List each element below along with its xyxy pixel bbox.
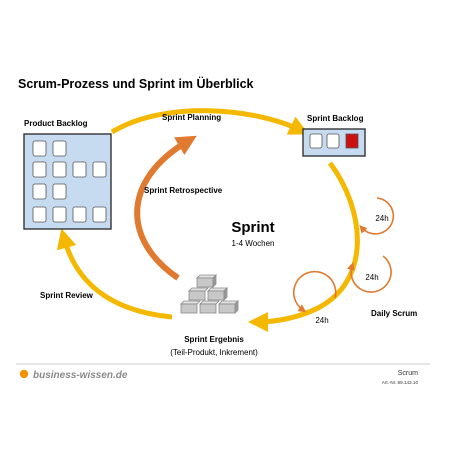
daily-scrum-24h-1: 24h xyxy=(375,214,388,223)
sprint-retrospective-arrow xyxy=(134,135,197,281)
sprint-result-label: Sprint Ergebnis xyxy=(184,335,244,344)
sprint-retrospective-label: Sprint Retrospective xyxy=(144,186,223,195)
sprint-result-sublabel: (Teil-Produkt, Inkrement) xyxy=(170,348,258,357)
sprint-result-bricks xyxy=(180,274,239,314)
daily-scrum-loop-2: 24h xyxy=(346,255,392,293)
daily-scrum-24h-3: 24h xyxy=(315,316,328,325)
sprint-planning-label: Sprint Planning xyxy=(162,113,221,122)
sprint-review-label: Sprint Review xyxy=(40,291,94,300)
sprint-backlog xyxy=(302,128,366,157)
footer-article-number: Art.-Nr. 89.143.10 xyxy=(382,380,419,385)
product-backlog xyxy=(23,133,112,230)
sprint-cycle-arrow xyxy=(248,161,360,332)
sprint-review-arrow xyxy=(56,228,173,320)
product-backlog-label: Product Backlog xyxy=(24,119,88,128)
daily-scrum-loop-1: 24h xyxy=(359,197,395,235)
sprint-planning-arrow xyxy=(110,108,309,135)
daily-scrum-loop-3: 24h xyxy=(292,270,337,325)
page-title: Scrum-Prozess und Sprint im Überblick xyxy=(18,76,254,91)
highlighted-backlog-item xyxy=(345,133,359,149)
brand-name: business-wissen.de xyxy=(33,370,128,381)
scrum-diagram: Scrum-Prozess und Sprint im Überblick Pr… xyxy=(16,76,430,385)
sprint-backlog-label: Sprint Backlog xyxy=(307,114,364,123)
sprint-duration: 1-4 Wochen xyxy=(232,239,275,248)
sprint-label: Sprint xyxy=(231,219,274,236)
footer-topic: Scrum xyxy=(398,370,418,377)
daily-scrum-label: Daily Scrum xyxy=(371,309,417,318)
daily-scrum-24h-2: 24h xyxy=(365,273,378,282)
brand-dot-icon xyxy=(19,369,29,379)
slide: Scrum-Prozess und Sprint im Überblick Pr… xyxy=(0,50,450,395)
